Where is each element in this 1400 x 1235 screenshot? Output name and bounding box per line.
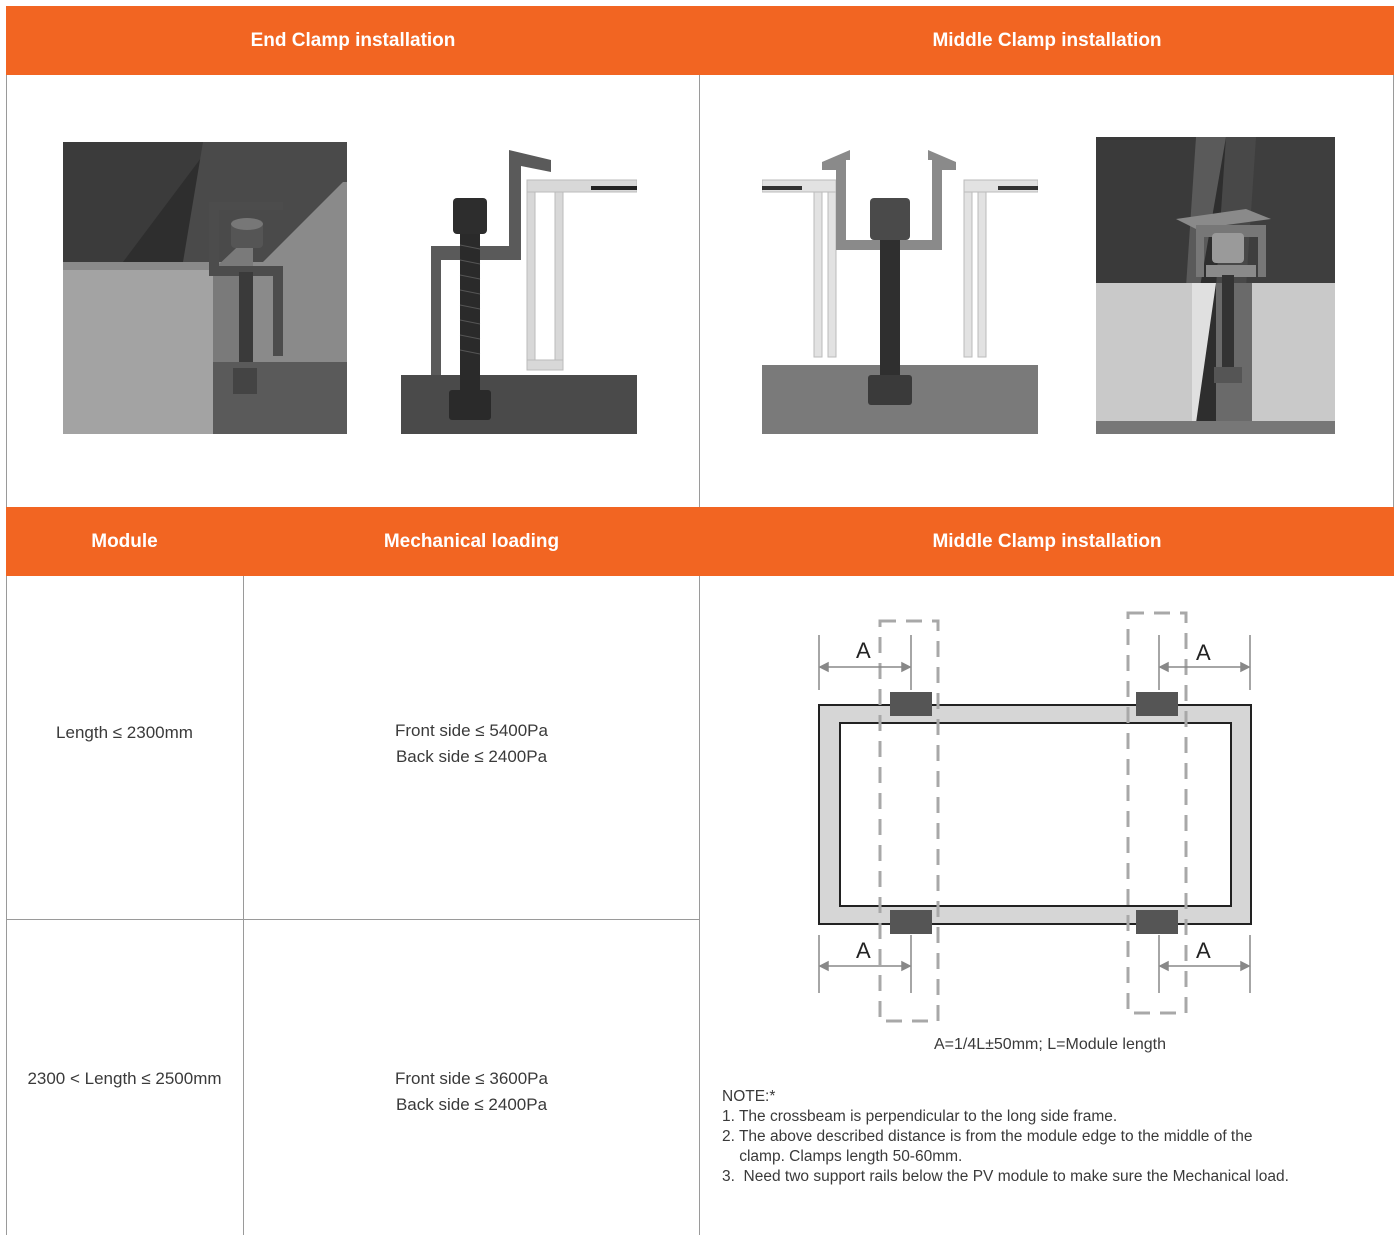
table-divider-module xyxy=(243,576,244,1235)
table-border-mid-top xyxy=(699,75,700,507)
note-item-2: 2. The above described distance is from … xyxy=(722,1128,1253,1145)
clamp-top-left xyxy=(890,692,932,716)
row1-loading-cell: Front side ≤ 5400Pa Back side ≤ 2400Pa xyxy=(243,718,700,770)
row2-back-text: Back side ≤ 2400Pa xyxy=(395,1095,548,1114)
clamp-top-right xyxy=(1136,692,1178,716)
end-clamp-header-label: End Clamp installation xyxy=(250,29,456,51)
note-item-1: 1. The crossbeam is perpendicular to the… xyxy=(722,1108,1118,1125)
dimension-label-bottom-right: A xyxy=(1196,938,1211,963)
row1-module-text: Length ≤ 2300mm xyxy=(56,723,193,742)
middle-clamp-header-2-label: Middle Clamp installation xyxy=(932,530,1162,552)
table-border-left xyxy=(6,75,7,507)
crossbeam-right xyxy=(1126,611,1188,1015)
note-item-2-cont: clamp. Clamps length 50-60mm. xyxy=(722,1148,963,1165)
table-divider-mid-bottom xyxy=(699,576,700,1235)
middle-clamp-header-2: Middle Clamp installation xyxy=(700,507,1394,576)
row2-loading-cell: Front side ≤ 3600Pa Back side ≤ 2400Pa xyxy=(243,1066,700,1118)
mechanical-loading-header-label: Mechanical loading xyxy=(383,530,560,552)
clamp-position-diagram: A A A A xyxy=(800,605,1270,1030)
middle-clamp-header-label: Middle Clamp installation xyxy=(932,29,1162,51)
module-header: Module xyxy=(6,507,243,576)
row1-module-cell: Length ≤ 2300mm xyxy=(6,720,243,746)
middle-clamp-3d-illustration xyxy=(1096,137,1335,434)
notes-title: NOTE:* xyxy=(722,1088,776,1105)
table-border-left-bottom xyxy=(6,576,7,1235)
middle-clamp-header: Middle Clamp installation xyxy=(700,6,1394,75)
crossbeam-left xyxy=(878,619,940,1023)
notes-block: NOTE:* 1. The crossbeam is perpendicular… xyxy=(722,1087,1362,1187)
end-clamp-3d-illustration xyxy=(63,142,347,434)
row-divider xyxy=(6,919,700,920)
table-border-right xyxy=(1393,75,1394,507)
end-clamp-section-illustration xyxy=(401,150,637,434)
row2-module-cell: 2300 < Length ≤ 2500mm xyxy=(6,1066,243,1092)
row2-front-text: Front side ≤ 3600Pa xyxy=(395,1069,548,1088)
note-item-3: 3. Need two support rails below the PV m… xyxy=(722,1168,1289,1185)
row2-module-text: 2300 < Length ≤ 2500mm xyxy=(27,1069,222,1088)
dimension-label-top-left: A xyxy=(856,638,871,663)
clamp-bottom-right xyxy=(1136,910,1178,934)
row1-front-text: Front side ≤ 5400Pa xyxy=(395,721,548,740)
row1-back-text: Back side ≤ 2400Pa xyxy=(395,747,548,766)
clamp-bottom-left xyxy=(890,910,932,934)
middle-clamp-section-illustration xyxy=(762,150,1038,434)
mechanical-loading-header: Mechanical loading xyxy=(243,507,700,576)
dimension-label-bottom-left: A xyxy=(856,938,871,963)
diagram-caption: A=1/4L±50mm; L=Module length xyxy=(933,1036,1167,1053)
end-clamp-header: End Clamp installation xyxy=(6,6,700,75)
module-header-label: Module xyxy=(91,530,158,552)
module-inner xyxy=(839,722,1232,907)
dimension-label-top-right: A xyxy=(1196,640,1211,665)
